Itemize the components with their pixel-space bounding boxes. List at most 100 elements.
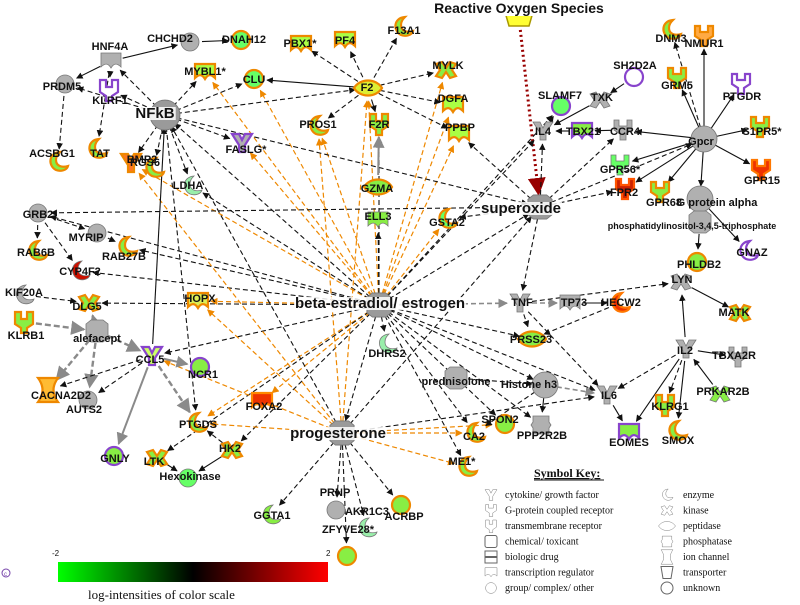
edge-estradiol-to-dhrs2 <box>379 316 387 332</box>
label-bg-progesterone <box>289 427 387 440</box>
node-sh2d2a <box>623 66 645 88</box>
label-gpr15: GPR15 <box>744 175 780 187</box>
edge-f2-to-f13a1 <box>373 37 398 78</box>
edge-myrip-to-rab27b <box>107 236 116 243</box>
label-tat: TAT <box>90 148 110 160</box>
label-tbx21: TBX21 <box>566 126 600 138</box>
label-auts2: AUTS2 <box>66 404 102 416</box>
label-bg-ros <box>433 0 606 16</box>
edge-superoxide-to-ppbp <box>468 142 532 200</box>
edge-gpcr-to-ccr4 <box>635 128 693 139</box>
scale-caption: log-intensities of color scale <box>88 587 235 602</box>
edge-estradiol-to-bmp2 <box>141 168 369 300</box>
edge-progesterone-to-pros1 <box>315 138 342 422</box>
label-nfkb: NFkB <box>135 105 174 122</box>
label-txk: TXK <box>591 92 613 104</box>
label-bg-superoxide <box>479 202 563 215</box>
label-foxa2: FOXA2 <box>246 401 283 413</box>
label-gpcr: Gpcr <box>688 136 714 148</box>
edge-ccl5-to-nfkb <box>152 127 168 345</box>
edge-progesterone-to-ggta1 <box>279 441 335 506</box>
node-akr1c3 <box>359 517 378 538</box>
label-ppp2r2b: PPP2R2B <box>517 430 567 442</box>
label-alefacept: alefacept <box>73 333 121 345</box>
node-dgfa <box>441 95 465 115</box>
node-prnp <box>326 500 346 520</box>
edge-progesterone-to-zfyve28 <box>341 444 350 544</box>
edge-nfkb-to-ldha <box>168 126 189 175</box>
label-gpr68: GPR68 <box>646 197 682 209</box>
label-prednisolone: prednisolone <box>421 376 490 388</box>
legend-icon-drug <box>484 550 498 564</box>
label-tnf: TNF <box>511 297 533 309</box>
edge-prkar2b-to-il2 <box>693 358 714 385</box>
label-ldha: LDHA <box>173 180 204 192</box>
copyright-c: c <box>4 572 7 578</box>
edge-il2-to-klrg1 <box>668 360 683 394</box>
edge-estradiol-to-superoxide <box>388 213 530 300</box>
node-ldha <box>184 175 203 196</box>
legend-icon-gpcr <box>485 504 497 517</box>
edge-progesterone-to-il6 <box>353 394 595 432</box>
label-gpr56: GPR56* <box>600 164 641 176</box>
scale-gradient-bar <box>58 562 328 582</box>
edge-estradiol-to-gsta2 <box>385 228 440 296</box>
edge-ccl5-to-ptgds <box>157 365 191 414</box>
edge-il2-to-smox <box>675 360 686 419</box>
edge-il2-to-eomes <box>635 358 680 422</box>
node-gpr68 <box>649 180 671 204</box>
edge-ltk-to-hexokinase <box>166 464 178 472</box>
legend-label-chemsq: chemical/ toxicant <box>505 537 579 548</box>
label-rgs6: RGS6 <box>130 157 160 169</box>
edge-estradiol-to-rab27b <box>139 248 368 303</box>
label-gnaz: GNAZ <box>736 247 767 259</box>
label-rab6b: RAB6B <box>17 247 55 259</box>
node-ca2 <box>466 421 487 443</box>
node-grm5 <box>666 66 688 90</box>
edge-estradiol-to-f2 <box>365 100 379 294</box>
label-hecw2: HECW2 <box>601 297 641 309</box>
edge-nfkb-to-faslg <box>176 118 231 140</box>
edge-ccl5-to-auts2 <box>98 362 143 394</box>
node-clu <box>243 68 265 90</box>
node-nmur1 <box>693 24 715 48</box>
label-cyp4f2: CYP4F2 <box>59 266 101 278</box>
node-kif20a <box>16 284 35 305</box>
edge-nfkb-to-mybl1 <box>172 81 197 107</box>
node-zfyve28 <box>336 545 358 567</box>
label-kif20a: KIF20A <box>5 287 43 299</box>
node-f2 <box>352 79 384 97</box>
node-il4 <box>532 121 554 141</box>
node-spon2 <box>494 413 516 435</box>
edge-estradiol-to-foxa2 <box>271 312 371 394</box>
edge-estradiol-to-faslg <box>249 152 372 297</box>
node-smox <box>668 419 689 441</box>
edge-estradiol-to-me1 <box>384 315 462 457</box>
label-slamf7: SLAMF7 <box>538 90 582 102</box>
edge-f2-to-pf4 <box>350 51 364 78</box>
edge-progesterone-to-acrbp <box>349 441 394 496</box>
edge-nfkb-to-clu <box>175 83 243 112</box>
label-progesterone: progesterone <box>290 425 386 442</box>
edge-sh2d2a-to-txk <box>610 83 625 94</box>
edge-tnf-to-prss23 <box>522 314 530 328</box>
node-ppbp <box>447 124 471 144</box>
label-cacna2d2: CACNA2D2 <box>31 390 91 402</box>
scale-max-label: 2 <box>326 549 331 558</box>
color-scale: -2 2 log-intensities of color scale c <box>1 549 331 602</box>
node-gpr15 <box>750 158 772 182</box>
node-tnf <box>509 293 531 313</box>
node-mybl1 <box>193 62 217 82</box>
legend-icon-transreg <box>484 567 498 578</box>
edge-hnf4a-to-chchd2 <box>122 43 179 59</box>
legend-icon-cytokine <box>484 489 498 501</box>
edge-f2-to-f2r <box>370 99 377 113</box>
label-gproteinalpha: G protein alpha <box>677 197 759 209</box>
label-f2r: F2R <box>369 119 390 131</box>
label-grm5: GRM5 <box>661 80 693 92</box>
label-estradiol: beta-estradiol/ estrogen <box>295 295 465 312</box>
label-pbx1: PBX1* <box>283 38 317 50</box>
edge-gpcr-to-gpr68 <box>667 147 697 183</box>
node-klrf1 <box>98 78 120 103</box>
legend-label-circle: group/ complex/ other <box>505 583 595 594</box>
